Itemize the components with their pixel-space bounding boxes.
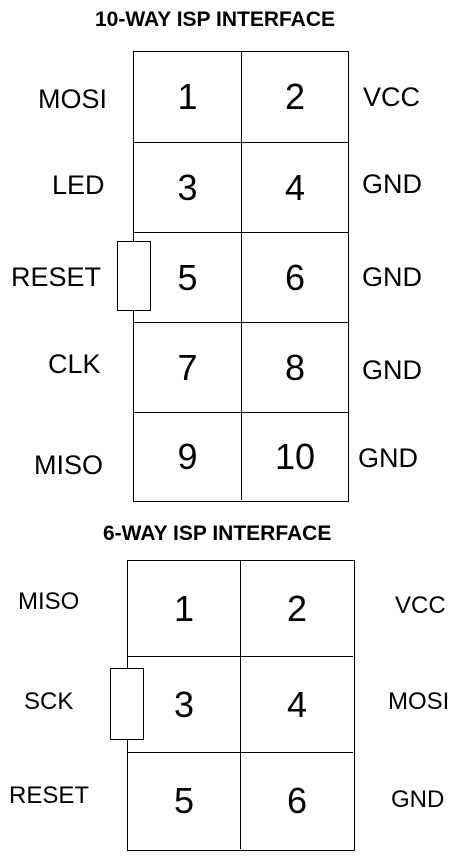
six-way-connector: 1 2 3 4 5 6 bbox=[127, 560, 355, 851]
six-way-title: 6-WAY ISP INTERFACE bbox=[103, 522, 332, 545]
pin-cell: 6 bbox=[242, 233, 348, 323]
pin-cell: 5 bbox=[134, 233, 242, 323]
ten-way-connector: 1 2 3 4 5 6 7 8 9 10 bbox=[133, 51, 349, 502]
pin-label-left: MOSI bbox=[38, 84, 108, 114]
pin-cell: 5 bbox=[128, 753, 241, 849]
pin-label-left: RESET bbox=[11, 262, 102, 292]
pin-label-left: RESET bbox=[9, 782, 90, 809]
pin-cell: 7 bbox=[134, 323, 242, 413]
pin-label-right: VCC bbox=[363, 82, 421, 112]
pin-label-right: GND bbox=[358, 443, 418, 473]
pin-label-left: MISO bbox=[34, 450, 104, 480]
pin-cell: 9 bbox=[134, 413, 242, 500]
pin-label-right: VCC bbox=[395, 592, 446, 619]
pin-cell: 1 bbox=[128, 561, 241, 657]
pin-label-right: MOSI bbox=[388, 688, 450, 715]
pin-cell: 2 bbox=[241, 561, 353, 657]
polarity-key bbox=[110, 668, 144, 740]
pin-label-left: SCK bbox=[24, 688, 74, 715]
pin-label-right: GND bbox=[391, 786, 445, 813]
pin-cell: 3 bbox=[128, 657, 241, 753]
pin-label-right: GND bbox=[362, 262, 422, 292]
pin-cell: 1 bbox=[134, 52, 242, 143]
pin-cell: 8 bbox=[242, 323, 348, 413]
pin-label-left: CLK bbox=[48, 349, 101, 379]
pin-label-left: MISO bbox=[18, 588, 80, 615]
pin-cell: 6 bbox=[286, 780, 308, 821]
pin-cell: 3 bbox=[134, 143, 242, 233]
polarity-key bbox=[117, 241, 151, 311]
pin-label-left: LED bbox=[52, 170, 105, 200]
pin-cell: 10 bbox=[274, 435, 316, 477]
pin-cell: 4 bbox=[242, 143, 348, 233]
pin-label-right: GND bbox=[362, 355, 422, 385]
pin-cell: 2 bbox=[242, 52, 348, 143]
ten-way-title: 10-WAY ISP INTERFACE bbox=[95, 8, 336, 31]
pin-label-right: GND bbox=[362, 169, 422, 199]
pin-cell: 4 bbox=[241, 657, 353, 753]
